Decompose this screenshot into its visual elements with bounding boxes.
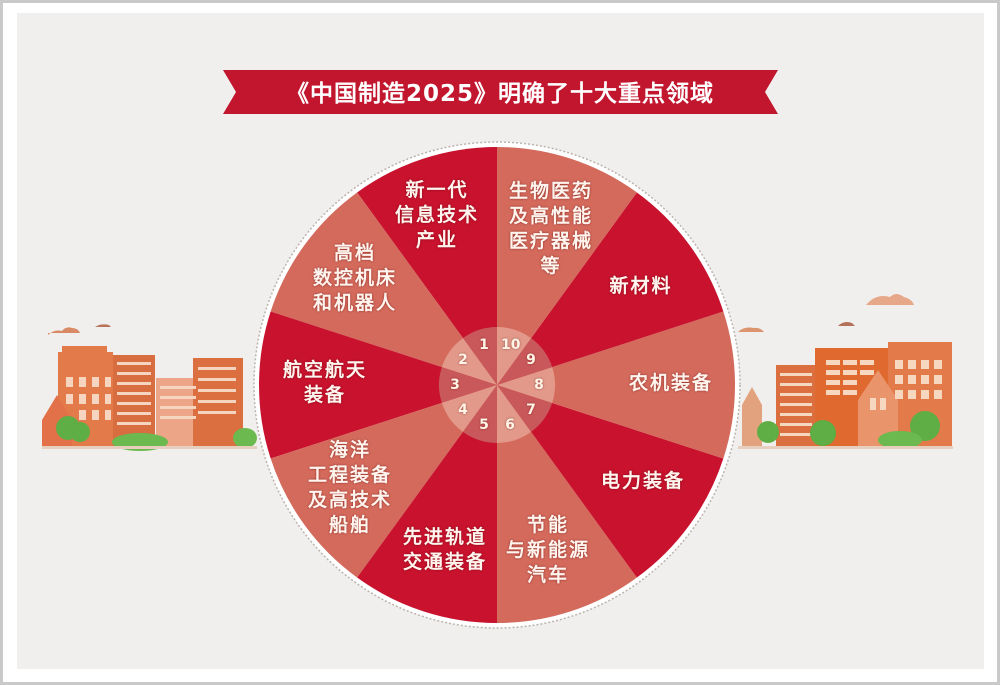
title-banner <box>223 70 778 114</box>
sector-number-10: 10 <box>500 337 521 354</box>
sector-6 <box>497 385 637 623</box>
hub-sector-8 <box>497 367 555 403</box>
sector-5 <box>357 385 497 623</box>
hub-sector-1 <box>462 327 497 385</box>
hub-sector-6 <box>497 385 532 443</box>
hub-sector-5 <box>462 385 497 443</box>
right-city-illustration <box>738 294 953 449</box>
hub-sector-7 <box>497 385 553 432</box>
left-city-illustration <box>42 324 257 451</box>
sector-1 <box>357 147 497 385</box>
sector-label-1: 新一代 信息技术 产业 <box>394 178 479 251</box>
sector-7 <box>497 385 724 578</box>
sector-3 <box>259 311 497 459</box>
sector-label-10: 生物医药 及高性能 医疗器械 等 <box>508 180 593 277</box>
hub-sector-2 <box>441 338 497 385</box>
sector-number-7: 7 <box>526 401 536 418</box>
sector-number-1: 1 <box>479 337 489 354</box>
sector-label-2: 高档 数控机床 和机器人 <box>312 241 397 314</box>
sector-number-9: 9 <box>526 352 536 369</box>
sector-label-6: 节能 与新能源 汽车 <box>505 513 590 586</box>
sector-number-3: 3 <box>450 377 460 393</box>
sector-label-5: 先进轨道 交通装备 <box>402 526 487 573</box>
sector-2 <box>270 192 497 385</box>
sector-label-3: 航空航天 装备 <box>282 359 367 406</box>
sector-8 <box>497 311 736 459</box>
sector-number-8: 8 <box>534 377 544 393</box>
sector-number-5: 5 <box>479 416 489 433</box>
sector-4 <box>270 385 497 578</box>
sector-9 <box>497 192 724 385</box>
hub-sector-4 <box>441 385 497 432</box>
sector-number-4: 4 <box>458 401 468 418</box>
sector-number-2: 2 <box>458 352 468 369</box>
hub-sector-3 <box>439 367 497 403</box>
hub-sector-10 <box>497 327 532 385</box>
sector-label-7: 电力装备 <box>600 469 685 492</box>
sector-wheel <box>253 141 741 629</box>
sector-10 <box>497 147 637 385</box>
sector-label-4: 海洋 工程装备 及高技术 船舶 <box>307 439 392 536</box>
sector-label-9: 新材料 <box>609 274 673 297</box>
page-title: 《中国制造2025》明确了十大重点领域 <box>285 81 714 107</box>
hub-sector-9 <box>497 338 553 385</box>
sector-number-6: 6 <box>505 416 515 433</box>
sector-label-8: 农机装备 <box>628 371 713 394</box>
